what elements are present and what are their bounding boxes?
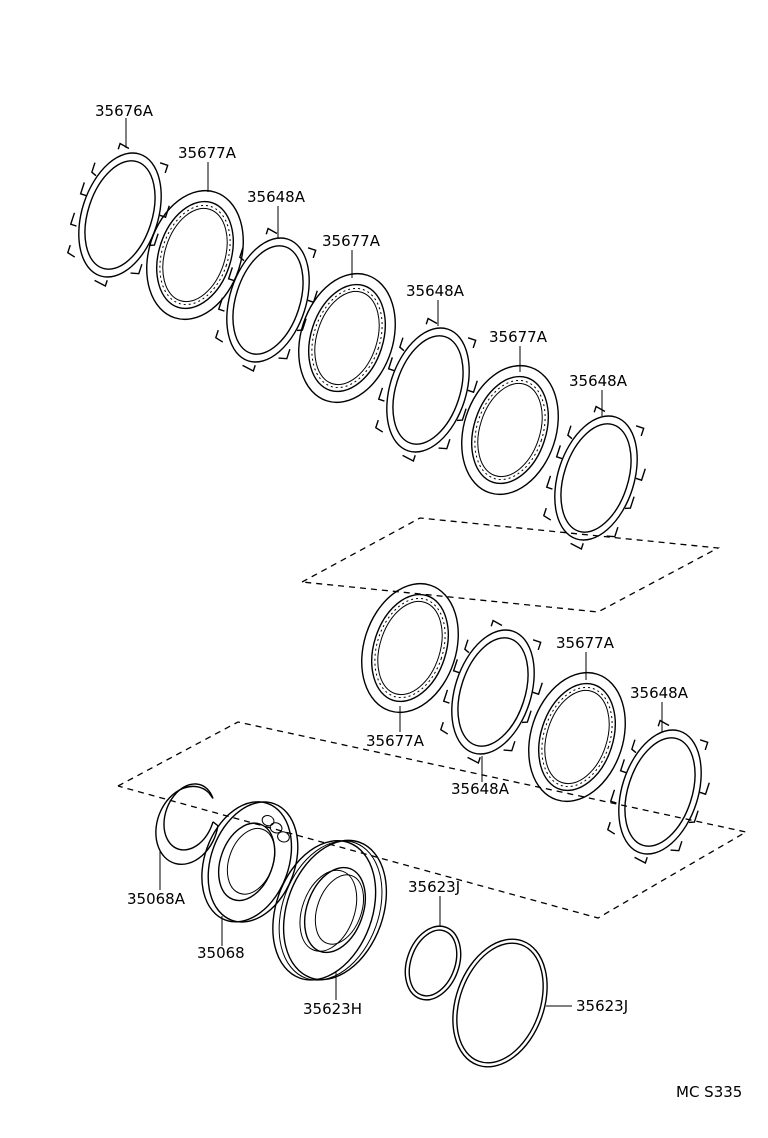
part-label: 35676A (95, 102, 154, 120)
part-label: 35623J (408, 878, 460, 896)
part-label: 35068 (197, 944, 245, 962)
friction-disc (512, 659, 642, 815)
group-boundary-lower (117, 721, 748, 919)
part-label: 35648A (247, 188, 306, 206)
friction-disc (282, 260, 412, 416)
part-label: 35677A (556, 634, 615, 652)
leader-lines (125, 118, 663, 1007)
part-label: 35623H (303, 1000, 362, 1018)
part-label: 35677A (322, 232, 381, 250)
part-label: 35677A (489, 328, 548, 346)
friction-disc (345, 570, 475, 726)
steel-plate (595, 713, 724, 875)
clutch-piston (272, 839, 388, 981)
part-label: 35068A (127, 890, 186, 908)
friction-disc (445, 352, 575, 508)
part-label: 35677A (178, 144, 237, 162)
steel-plate (55, 136, 184, 298)
o-ring-small (404, 925, 462, 1001)
part-label: 35623J (576, 997, 628, 1015)
part-label: 35677A (366, 732, 425, 750)
diagram-code: MC S335 (676, 1083, 742, 1101)
part-label: 35648A (630, 684, 689, 702)
snap-ring (155, 783, 219, 866)
group-boundary-upper (301, 517, 721, 613)
steel-plate (203, 221, 332, 383)
o-ring-large (452, 938, 548, 1068)
spring-retainer (201, 801, 299, 923)
part-label: 35648A (451, 780, 510, 798)
part-label: 35648A (406, 282, 465, 300)
part-label: 35648A (569, 372, 628, 390)
